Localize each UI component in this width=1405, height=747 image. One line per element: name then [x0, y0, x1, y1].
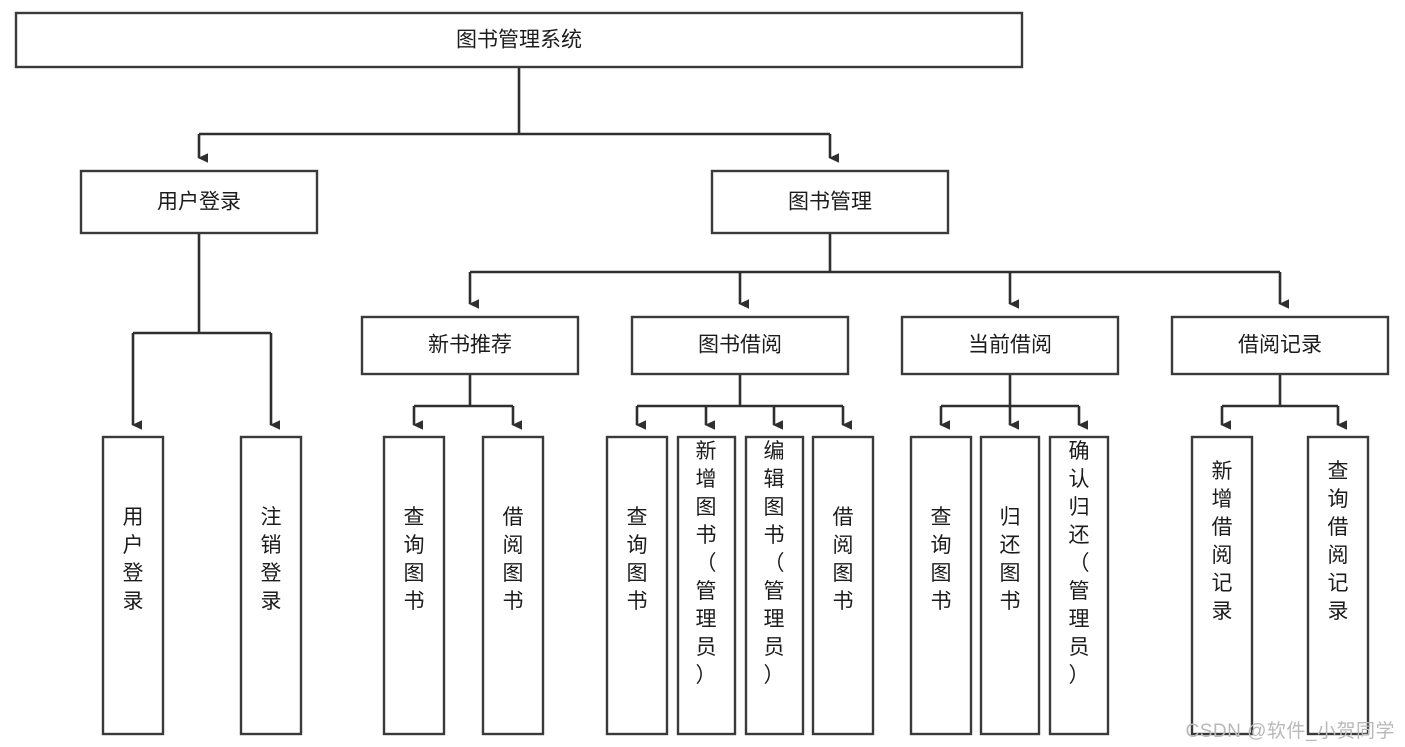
- edge-bookmanage-bus: [470, 233, 1280, 274]
- node-leaf-logout[interactable]: 注销登录: [239, 435, 303, 736]
- node-borrow-record-label: 借阅记录: [1238, 334, 1322, 357]
- edge-current-bus: [941, 374, 1079, 408]
- node-leaf-user-login-label: 用户登录: [123, 506, 144, 613]
- node-leaf-user-login[interactable]: 用户登录: [101, 435, 165, 736]
- node-book-manage-label: 图书管理: [788, 191, 872, 214]
- edge-record-bus: [1222, 374, 1338, 408]
- node-leaf-add-record-label: 新增借阅记录: [1212, 460, 1233, 623]
- node-user-login[interactable]: 用户登录: [79, 169, 319, 235]
- node-leaf-add-book[interactable]: 新增图书（管理员）: [676, 435, 737, 736]
- edge-borrow-bus: [637, 374, 843, 408]
- node-leaf-edit-book-label: 编辑图书（管理员）: [764, 440, 785, 687]
- node-current-borrow[interactable]: 当前借阅: [900, 315, 1120, 376]
- edge-userlogin-bus: [133, 233, 271, 335]
- node-leaf-logout-label: 注销登录: [261, 506, 282, 613]
- node-leaf-confirm-return[interactable]: 确认归还（管理员）: [1048, 435, 1110, 736]
- node-leaf-query-book-a-label: 查询图书: [404, 506, 425, 613]
- node-leaf-add-book-label: 新增图书（管理员）: [696, 440, 717, 687]
- node-leaf-query-book-c-label: 查询图书: [931, 506, 952, 613]
- node-leaf-query-book-b-label: 查询图书: [627, 506, 648, 613]
- node-leaf-query-record[interactable]: 查询借阅记录: [1306, 435, 1370, 736]
- node-book-manage[interactable]: 图书管理: [710, 169, 950, 235]
- node-book-borrow[interactable]: 图书借阅: [630, 315, 850, 376]
- node-leaf-return-book[interactable]: 归还图书: [979, 435, 1041, 736]
- node-leaf-borrow-book-a-label: 借阅图书: [503, 506, 524, 613]
- node-leaf-borrow-book-b-label: 借阅图书: [833, 506, 854, 613]
- connector-layer: [131, 67, 1348, 430]
- node-borrow-record[interactable]: 借阅记录: [1170, 315, 1390, 376]
- node-book-borrow-label: 图书借阅: [698, 334, 782, 357]
- node-root[interactable]: 图书管理系统: [14, 11, 1024, 69]
- node-leaf-query-book-c[interactable]: 查询图书: [909, 435, 973, 736]
- node-leaf-query-book-a[interactable]: 查询图书: [382, 435, 446, 736]
- node-user-login-label: 用户登录: [157, 191, 241, 214]
- node-root-label: 图书管理系统: [456, 29, 582, 52]
- edge-root-bus: [199, 67, 830, 136]
- node-leaf-query-book-b[interactable]: 查询图书: [605, 435, 669, 736]
- node-current-borrow-label: 当前借阅: [968, 334, 1052, 357]
- node-leaf-borrow-book-a[interactable]: 借阅图书: [481, 435, 545, 736]
- node-leaf-return-book-label: 归还图书: [1000, 506, 1021, 613]
- node-new-book-recommend-label: 新书推荐: [428, 334, 512, 357]
- edge-newbook-bus: [414, 374, 513, 408]
- node-leaf-edit-book[interactable]: 编辑图书（管理员）: [744, 435, 805, 736]
- node-leaf-confirm-return-label: 确认归还（管理员）: [1069, 440, 1090, 687]
- node-leaf-query-record-label: 查询借阅记录: [1328, 460, 1349, 623]
- node-leaf-add-record[interactable]: 新增借阅记录: [1190, 435, 1254, 736]
- node-leaf-borrow-book-b[interactable]: 借阅图书: [811, 435, 875, 736]
- node-new-book-recommend[interactable]: 新书推荐: [360, 315, 580, 376]
